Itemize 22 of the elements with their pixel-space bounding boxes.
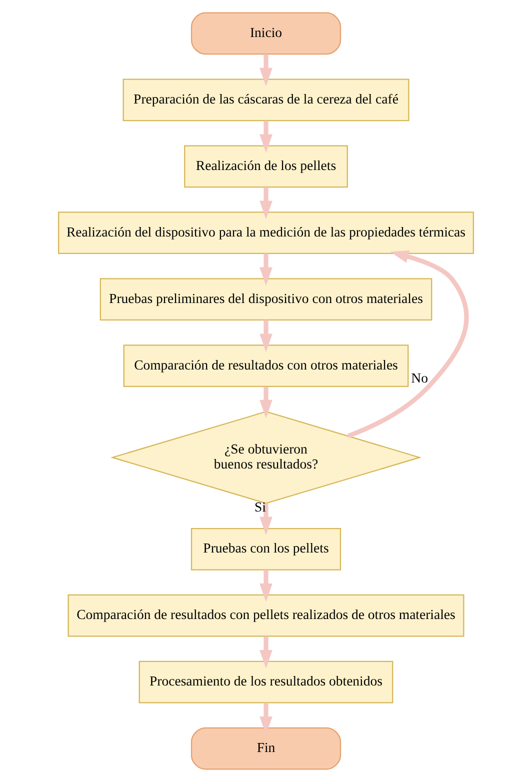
node-box: Pruebas preliminares del dispositivo con otros materiales [100, 278, 432, 321]
arrow [260, 636, 272, 668]
arrow [260, 54, 272, 86]
node-box: Realización de los pellets [184, 145, 348, 188]
node-box: Fin [190, 727, 342, 770]
node-box: Inicio [190, 12, 342, 55]
arrow [260, 120, 272, 153]
edge-label: No [411, 370, 428, 386]
node-box: Realización del dispositivo para la medición de las propiedades térmicas [58, 212, 474, 254]
node-box: Preparación de las cáscaras de la cereza del café [122, 78, 410, 122]
arrow [260, 320, 272, 352]
arrow [260, 702, 272, 735]
arrow [260, 386, 272, 418]
arrow [260, 570, 272, 602]
arrow [260, 187, 272, 220]
node-box: Pruebas con los pellets [190, 528, 342, 570]
arrow [260, 503, 272, 536]
node-box: Comparación de resultados con otros materiales [123, 344, 409, 387]
arrow [260, 254, 272, 286]
node-box: Comparación de resultados con pellets realizados de otros materiales [68, 594, 464, 637]
node-box: Procesamiento de los resultados obtenidos [138, 660, 394, 704]
arrow [347, 250, 469, 438]
